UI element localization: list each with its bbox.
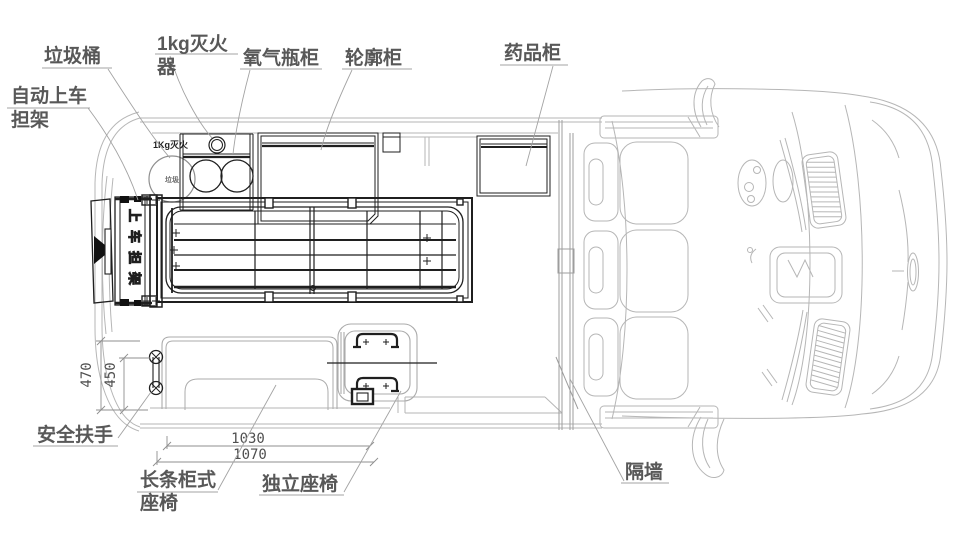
oxygen-cylinder-2 <box>220 159 254 193</box>
bench-seat <box>161 336 338 410</box>
fire-extinguisher: 1Kg灭火 <box>153 136 226 154</box>
engine-console <box>747 246 843 304</box>
label-partition: 隔墙 <box>625 460 663 483</box>
dimension-470 <box>96 336 148 415</box>
medicine-cabinet <box>476 135 551 197</box>
dim-1030-text: 1030 <box>231 431 265 447</box>
label-wheel-cabinet: 轮廓柜 <box>345 46 402 69</box>
instrument-binnacle <box>772 159 794 203</box>
cab-seat-1 <box>583 141 689 225</box>
label-fire-extinguisher-line1: 1kg灭火 <box>157 33 229 55</box>
label-independent-seat: 独立座椅 <box>262 472 338 495</box>
stretcher <box>141 194 473 307</box>
dimension-lines <box>96 336 379 467</box>
side-mirror-bottom <box>691 416 725 478</box>
shelf-wall <box>400 132 477 166</box>
defroster-vent-bottom <box>805 318 851 396</box>
van-body-outline <box>94 78 948 478</box>
label-medicine-cabinet: 药品柜 <box>504 41 561 64</box>
dashboard <box>737 151 851 396</box>
leader-fire-extinguisher <box>169 55 213 139</box>
bottom-wall <box>140 407 602 429</box>
oxygen-cabinet <box>179 133 254 211</box>
bench-cushion <box>184 378 329 410</box>
side-step-top <box>599 115 719 139</box>
rear-body <box>101 117 141 428</box>
leader-independent-seat <box>343 390 402 493</box>
door-arrow <box>94 236 111 264</box>
leader-lines <box>7 53 669 496</box>
front-outline-inner <box>869 101 940 410</box>
label-auto-stretcher-line1: 自动上车 <box>11 84 87 107</box>
side-mirror-top <box>693 78 720 128</box>
entry-step <box>397 396 563 414</box>
trash-bin-marking: 垃圾 <box>165 175 180 184</box>
leader-partition <box>569 378 625 482</box>
dim-470-text: 470 <box>79 362 95 387</box>
dimension-450 <box>119 353 150 415</box>
steering-wheel <box>737 159 767 207</box>
seat-bracket-top <box>353 332 399 349</box>
wiper-bottom <box>781 309 808 403</box>
top-wall <box>140 117 602 123</box>
label-bench-seat-line1: 长条柜式 <box>140 468 216 491</box>
label-bench-seat-line2: 座椅 <box>140 491 178 514</box>
leader-trash-bin <box>107 68 171 159</box>
rear-door-marking: 上车担架 <box>127 209 142 293</box>
wiper-top <box>779 137 807 233</box>
cab-roof-arc <box>611 120 628 420</box>
windshield-arc <box>844 104 863 409</box>
rear-door: 上车担架 <box>90 194 163 308</box>
leader-wheel-cabinet <box>320 69 353 151</box>
cowl-arc <box>791 111 811 406</box>
leader-oxygen-cabinet <box>232 69 251 155</box>
headlight-creases <box>871 119 900 395</box>
leader-medicine-cabinet <box>525 65 554 167</box>
defroster-vent-top <box>801 151 847 229</box>
label-safety-handrail: 安全扶手 <box>37 423 113 446</box>
partition-wall <box>555 120 579 430</box>
label-auto-stretcher-line2: 担架 <box>11 108 49 131</box>
cab-seat-2 <box>583 229 689 313</box>
front-outline <box>621 88 948 419</box>
door-leaf <box>90 198 114 304</box>
door-frame <box>149 194 163 308</box>
independent-seat <box>327 323 437 406</box>
label-trash-bin: 垃圾桶 <box>44 44 101 67</box>
seat-mechanism-box <box>350 387 375 406</box>
oxygen-cylinder-1 <box>189 159 223 193</box>
dimension-1030 <box>162 436 375 451</box>
side-step-bottom <box>599 405 719 429</box>
dimension-1070 <box>152 451 379 467</box>
cab-seats <box>583 141 689 400</box>
leader-auto-stretcher <box>87 107 139 201</box>
grille-creases <box>892 189 909 331</box>
glass-reflections <box>757 304 778 387</box>
wheel-arch-cabinet <box>257 132 401 225</box>
label-oxygen-cabinet: 氧气瓶柜 <box>243 46 319 69</box>
rear-bumper <box>94 111 140 432</box>
front-emblem-inner <box>909 258 917 286</box>
label-fire-extinguisher-line2: 器 <box>156 56 177 78</box>
label-underlines <box>7 53 669 496</box>
door-handle-bar <box>104 228 112 275</box>
leader-handrail <box>117 391 152 439</box>
fire-extinguisher-marking: 1Kg灭火 <box>153 140 189 150</box>
leader-bench-seat <box>217 384 277 491</box>
front-emblem <box>907 252 919 292</box>
dim-1070-text: 1070 <box>233 447 267 463</box>
cab-seat-3 <box>583 316 689 400</box>
dim-450-text: 450 <box>103 362 119 387</box>
safety-handrail <box>148 349 164 396</box>
